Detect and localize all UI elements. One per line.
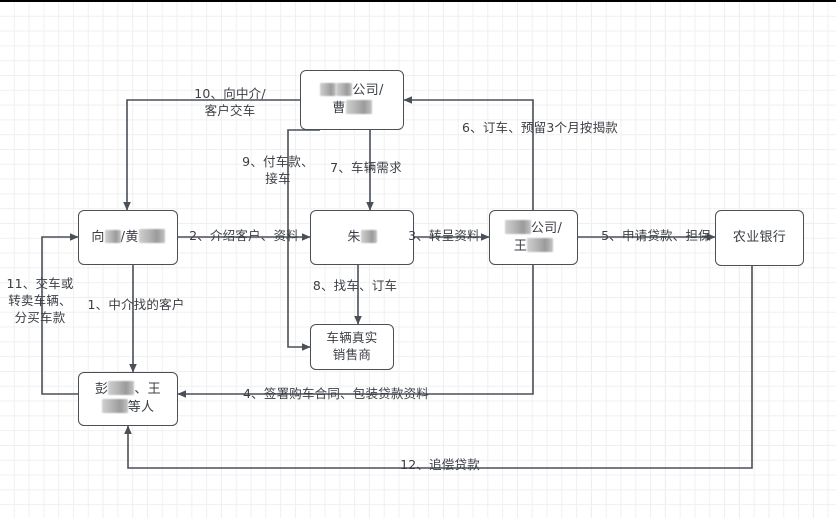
edge-11-path <box>41 233 79 395</box>
node-bank[interactable]: 农业银行 <box>715 210 804 266</box>
redaction-block <box>320 83 337 97</box>
edge-label-10: 10、向中介/ 客户交车 <box>194 86 266 118</box>
redaction-block <box>504 219 531 234</box>
edge-9-path <box>287 129 320 351</box>
node-top-company[interactable]: 公司/曹 <box>300 70 404 130</box>
edge-10-path <box>123 99 300 211</box>
edge-label-2: 2、介绍客户、资料 <box>189 228 299 243</box>
node-zhu-label: 朱 <box>347 229 377 247</box>
edge-4-path <box>177 265 534 398</box>
redaction-block <box>360 229 377 243</box>
redaction-block <box>527 237 554 252</box>
node-right-company[interactable]: 公司/王 <box>489 210 578 265</box>
edge-label-5: 5、申请贷款、担保 <box>601 228 711 243</box>
edge-label-7: 7、车辆需求 <box>330 160 402 175</box>
node-real-dealer-label: 车辆真实 销售商 <box>326 330 378 362</box>
edge-label-3: 3、转呈资料 <box>408 228 480 243</box>
node-right-company-label: 公司/王 <box>504 219 562 255</box>
node-real-dealer[interactable]: 车辆真实 销售商 <box>310 324 394 370</box>
edge-label-8: 8、找车、订车 <box>312 278 398 293</box>
edge-label-12: 12、追偿贷款 <box>400 457 480 472</box>
node-borrowers[interactable]: 彭、王等人 <box>78 372 178 426</box>
redaction-block <box>138 228 165 243</box>
redaction-block <box>108 381 135 396</box>
edge-12-path <box>124 266 753 469</box>
edge-label-6: 6、订车、预留3个月按揭款 <box>461 120 618 135</box>
edge-label-11: 11、交车或 转卖车辆、 分买车款 <box>6 276 74 325</box>
node-agent[interactable]: 向/黄 <box>78 210 178 265</box>
node-agent-label: 向/黄 <box>91 228 165 247</box>
node-top-company-label: 公司/曹 <box>320 82 383 117</box>
edge-label-4: 4、签署购车合同、包装贷款资料 <box>243 386 429 401</box>
redaction-block <box>345 100 372 114</box>
edge-label-1: 1、中介找的客户 <box>87 297 185 312</box>
node-zhu[interactable]: 朱 <box>310 210 414 265</box>
redaction-block <box>104 229 121 243</box>
edge-label-9: 9、付车款、 接车 <box>242 154 314 186</box>
redaction-block <box>101 399 128 413</box>
node-borrowers-label: 彭、王等人 <box>95 381 161 415</box>
redaction-block <box>336 83 353 97</box>
node-bank-label: 农业银行 <box>732 230 787 246</box>
edge-6-path <box>403 96 534 210</box>
